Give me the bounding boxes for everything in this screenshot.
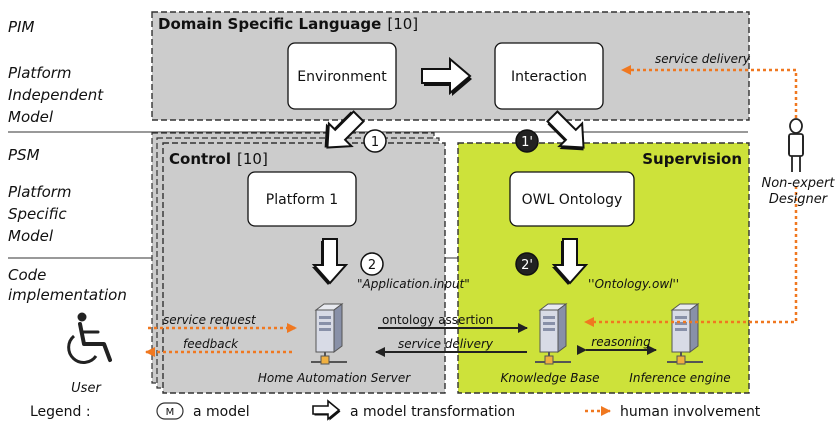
control-title: Control	[169, 150, 231, 168]
service-delivery-top-label: service delivery	[655, 52, 751, 66]
reasoning-label: reasoning	[591, 335, 651, 349]
step-2-label: 2	[368, 258, 376, 273]
supervision-title: Supervision	[642, 150, 742, 168]
svg-text:Domain Specific Language[10]: Domain Specific Language [10]	[158, 15, 418, 33]
designer-person-icon	[788, 118, 804, 172]
code-label-line2: implementation	[8, 286, 127, 304]
knowledge-base-server-icon	[535, 303, 571, 365]
application-input-label: "Application.input"	[357, 277, 470, 291]
platform-model	[247, 171, 357, 227]
legend-model-label: a model	[193, 404, 250, 420]
step-1-label: 1	[371, 135, 379, 150]
step-1-badge	[363, 129, 387, 153]
control-ref: [10]	[237, 150, 268, 168]
platform-label: Platform 1	[266, 192, 338, 208]
environment-label: Environment	[297, 69, 387, 85]
step-1p-badge	[515, 129, 539, 153]
pim-full-line3: Model	[8, 108, 54, 126]
code-label-line1: Code	[8, 266, 46, 284]
inference-engine-server-icon	[667, 303, 703, 365]
user-label: User	[71, 381, 102, 396]
designer-service-delivery-flow	[621, 65, 798, 118]
svg-text:Control[10]: Control [10]	[169, 150, 268, 168]
psm-label: PSM	[8, 146, 40, 164]
step-1p-label: 1'	[521, 135, 533, 150]
transformation-2p-arrow-icon	[551, 238, 589, 285]
owl-ontology-model	[509, 171, 635, 227]
transformation-1-arrow-icon	[324, 110, 365, 149]
service-delivery-label: service delivery	[398, 337, 494, 351]
environment-model	[287, 42, 397, 110]
env-to-interaction-transformation-icon	[421, 56, 472, 96]
legend-model-symbol	[156, 402, 184, 420]
designer-to-kb-flow	[584, 186, 798, 327]
legend-title: Legend :	[30, 404, 91, 420]
psm-full-line3: Model	[8, 227, 54, 245]
pim-label: PIM	[8, 18, 34, 36]
ontology-owl-label: ''Ontology.owl''	[588, 277, 679, 291]
dsl-title: Domain Specific Language	[158, 15, 381, 33]
legend-human-label: human involvement	[620, 404, 761, 420]
home-automation-server-label: Home Automation Server	[258, 371, 411, 385]
step-2-badge	[360, 252, 384, 276]
step-2p-badge	[515, 252, 539, 276]
ontology-assertion-label: ontology assertion	[382, 313, 493, 327]
pim-full-line2: Independent	[8, 86, 104, 104]
step-2p-label: 2'	[521, 258, 533, 273]
legend-model-symbol-label: M	[166, 407, 175, 418]
legend-transformation-label: a model transformation	[350, 404, 515, 420]
wheelchair-user-icon	[67, 312, 112, 364]
designer-label-line1: Non-expert	[762, 176, 836, 191]
inference-engine-label: Inference engine	[629, 371, 730, 385]
knowledge-base-label: Knowledge Base	[501, 371, 600, 385]
interaction-model	[494, 42, 604, 110]
pim-full-line1: Platform	[8, 64, 72, 82]
psm-full-line2: Specific	[8, 205, 67, 223]
service-request-label: service request	[163, 313, 257, 327]
transformation-1p-arrow-icon	[546, 110, 585, 151]
owl-ontology-label: OWL Ontology	[522, 192, 623, 208]
transformation-2-arrow-icon	[311, 238, 349, 285]
feedback-label: feedback	[183, 337, 239, 351]
legend-transformation-icon	[312, 399, 341, 421]
home-automation-server-icon	[311, 303, 347, 365]
psm-full-line1: Platform	[8, 183, 72, 201]
designer-label-line2: Designer	[769, 192, 829, 207]
dsl-ref: [10]	[387, 15, 418, 33]
legend: Legend : M a model a model transformatio…	[30, 399, 761, 421]
interaction-label: Interaction	[511, 69, 587, 85]
